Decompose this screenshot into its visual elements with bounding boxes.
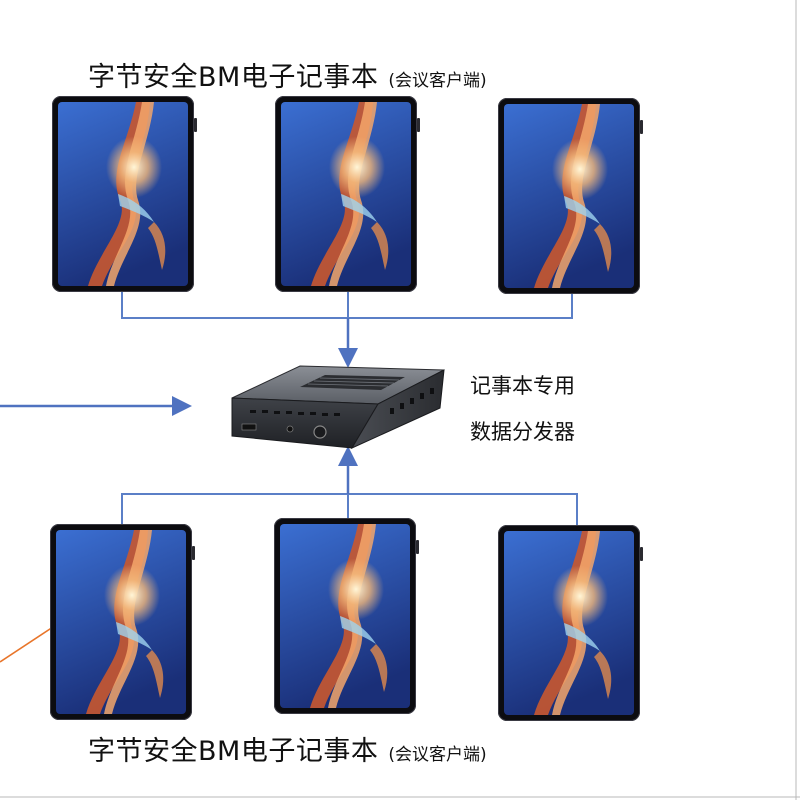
tablet-device-icon	[504, 104, 634, 288]
caption-bottom: 字节安全BM电子记事本 (会议客户端)	[88, 738, 487, 765]
tablet-device-icon	[280, 524, 410, 708]
tablet-device-icon	[504, 531, 634, 715]
top-connector-line	[121, 290, 573, 319]
caption-top: 字节安全BM电子记事本 (会议客户端)	[88, 64, 487, 91]
tablet-bottom-2	[274, 518, 419, 714]
tablet-top-1	[52, 96, 197, 292]
data-distributor-box-icon	[231, 365, 445, 450]
tablet-device-icon	[281, 102, 411, 286]
tablet-device-icon	[58, 102, 188, 286]
bottom-connector-line	[121, 493, 578, 528]
tablet-device-icon	[56, 530, 186, 714]
caption-bottom-subtitle: (会议客户端)	[388, 745, 487, 765]
caption-bottom-title: 字节安全BM电子记事本	[88, 736, 379, 767]
tablet-top-3	[498, 98, 643, 294]
tablet-bottom-1	[50, 524, 195, 720]
tablet-bottom-3	[498, 525, 643, 721]
distributor-label-line1: 记事本专用	[470, 374, 575, 398]
caption-top-subtitle: (会议客户端)	[388, 71, 487, 91]
tablet-top-2	[275, 96, 420, 292]
caption-top-title: 字节安全BM电子记事本	[88, 62, 379, 93]
orange-connection-line	[0, 624, 57, 663]
distributor-label-line2: 数据分发器	[470, 420, 575, 444]
